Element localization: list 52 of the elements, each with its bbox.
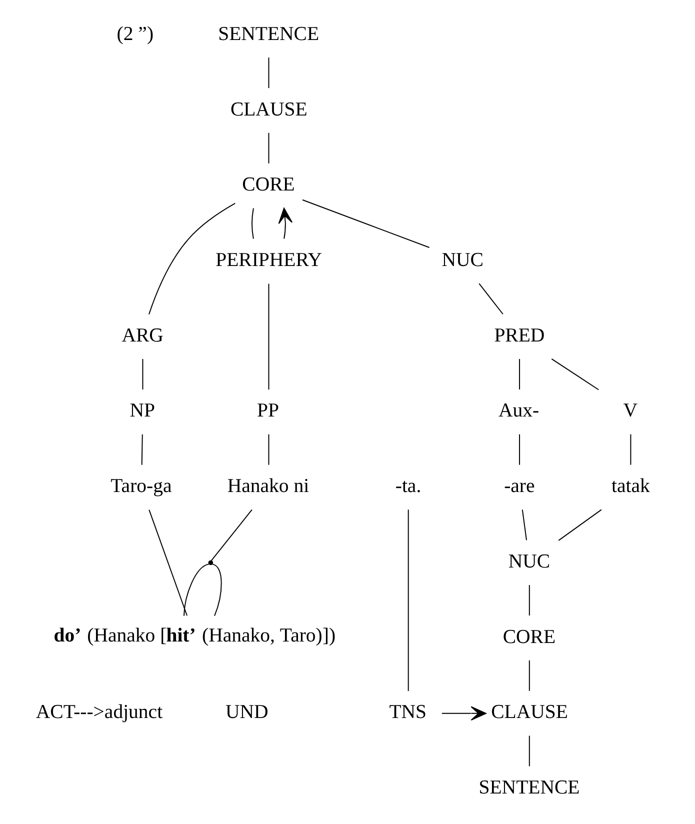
connector	[148, 202, 236, 315]
node-text: Hanako ni	[227, 475, 310, 498]
node-text: tatak	[612, 475, 650, 498]
connector	[302, 199, 430, 248]
connector	[141, 434, 143, 466]
node-text: Aux-	[498, 400, 540, 422]
label: (2 ”)	[116, 22, 154, 45]
connector	[551, 358, 600, 390]
connector	[142, 358, 144, 390]
label: ACT--->adjunct	[36, 701, 163, 724]
connector	[528, 660, 530, 692]
connector	[408, 509, 409, 692]
arrow	[441, 706, 486, 721]
node-text: NUC	[508, 550, 550, 572]
connector	[519, 434, 520, 466]
connector	[184, 564, 210, 616]
node-text: do’ (Hanako [hit’ (Hanako, Taro)])	[54, 624, 336, 647]
connector	[558, 509, 602, 541]
node-text: CORE	[502, 626, 556, 648]
connector	[148, 509, 188, 616]
node-text: TNS	[389, 701, 427, 724]
connector	[630, 434, 632, 466]
connector	[212, 564, 222, 616]
connector	[268, 57, 270, 89]
node-text: -are	[504, 475, 535, 498]
connector	[268, 283, 270, 390]
node-point	[208, 560, 214, 566]
label: UND	[226, 701, 268, 724]
node-text: PRED	[494, 324, 545, 346]
connector	[522, 509, 527, 541]
node-text: PERIPHERY	[216, 248, 322, 271]
node-text: ARG	[122, 324, 164, 346]
node-text: V	[623, 400, 638, 422]
connector	[519, 358, 520, 390]
node-text: -ta.	[395, 475, 422, 498]
node-text: Taro-ga	[110, 475, 172, 498]
connector	[252, 208, 254, 240]
node-text: NP	[130, 400, 156, 422]
node-text: CLAUSE	[491, 701, 568, 724]
connector	[528, 584, 530, 616]
connector	[478, 283, 504, 315]
node-text: SENTENCE	[478, 776, 580, 798]
node-text: PP	[257, 400, 279, 422]
connector	[528, 735, 530, 767]
node-text: CORE	[242, 174, 295, 196]
node-text: NUC	[442, 248, 484, 271]
connector	[268, 132, 270, 164]
node-text: SENTENCE	[218, 22, 320, 45]
connector	[210, 509, 252, 562]
connector	[268, 434, 270, 466]
arrow	[278, 208, 293, 240]
node-text: CLAUSE	[230, 98, 308, 120]
